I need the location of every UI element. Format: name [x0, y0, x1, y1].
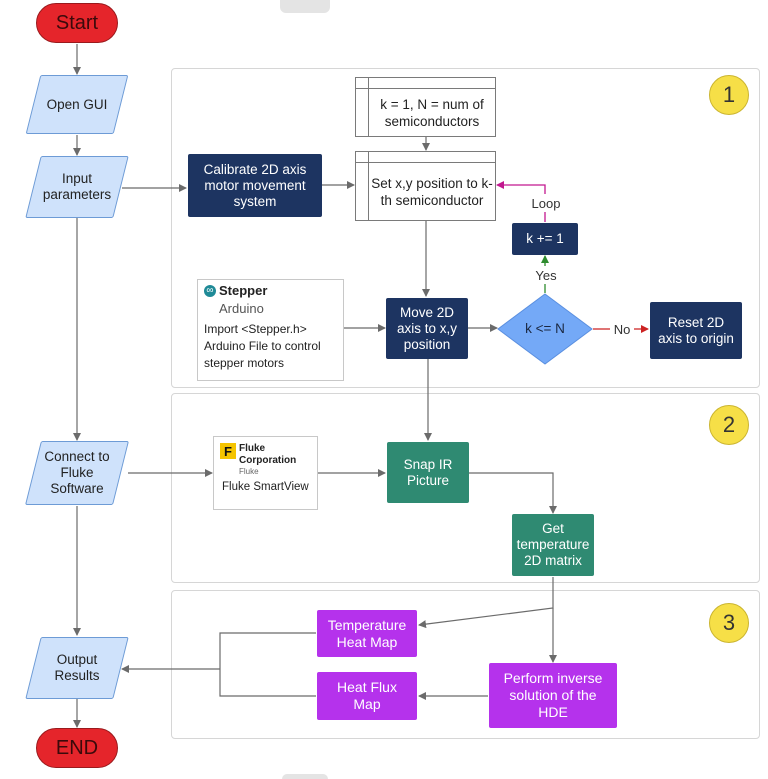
end-label: END	[55, 736, 99, 759]
connect-fluke-io: Connect to Fluke Software	[25, 441, 129, 505]
stepper-desc-1: Import <Stepper.h>	[204, 322, 307, 336]
edge-maps-output	[122, 632, 316, 697]
increment-step: k += 1	[512, 223, 578, 255]
yes-label: Yes	[530, 266, 562, 284]
open-gui-io: Open GUI	[25, 75, 129, 134]
heat-flux-map-label: Heat Flux Map	[337, 679, 397, 712]
start-label: Start	[55, 11, 99, 34]
get-matrix-step: Get temperature 2D matrix	[512, 514, 594, 576]
loop-label: Loop	[528, 194, 564, 212]
increment-label: k += 1	[526, 231, 564, 246]
open-gui-label: Open GUI	[46, 96, 108, 112]
section-3-badge: 3	[709, 603, 749, 643]
fluke-logo-icon: F	[220, 443, 236, 459]
section-2-badge: 2	[709, 405, 749, 445]
move-axis-step: Move 2D axis to x,y position	[386, 298, 468, 359]
input-parameters-label: Input parameters	[42, 171, 112, 202]
reset-step: Reset 2D axis to origin	[650, 302, 742, 359]
decision-label: k <= N	[525, 320, 565, 336]
init-step: k = 1, N = num of semiconductors	[355, 77, 496, 137]
section-3-number: 3	[722, 610, 736, 635]
edge-matrix-tempmap	[418, 577, 554, 629]
stepper-title: Stepper	[219, 283, 268, 298]
temperature-heat-map-step: Temperature Heat Map	[317, 610, 417, 657]
fluke-product: Fluke SmartView	[222, 481, 309, 493]
section-1-number: 1	[722, 82, 736, 107]
start-terminal: Start	[36, 3, 118, 43]
bottom-tab	[282, 774, 328, 779]
decision-diamond	[497, 293, 593, 365]
inverse-solution-label: Perform inverse solution of the HDE	[503, 670, 603, 720]
snap-picture-step: Snap IR Picture	[387, 442, 469, 503]
section-1-badge: 1	[709, 75, 749, 115]
set-position-label: Set x,y position to k-th semiconductor	[371, 175, 493, 208]
section-2-number: 2	[722, 412, 736, 437]
input-parameters-io: Input parameters	[25, 156, 129, 218]
temperature-heat-map-label: Temperature Heat Map	[327, 616, 407, 650]
top-tab	[280, 0, 330, 13]
inverse-solution-step: Perform inverse solution of the HDE	[489, 663, 617, 728]
calibrate-label: Calibrate 2D axis motor movement system	[203, 161, 307, 209]
output-results-label: Output Results	[54, 652, 100, 683]
no-label: No	[610, 321, 634, 337]
output-results-io: Output Results	[25, 637, 129, 699]
fluke-name-2: Corporation	[239, 455, 297, 466]
edge-snap-matrix	[469, 472, 557, 514]
connect-fluke-label: Connect to Fluke Software	[44, 449, 110, 496]
heat-flux-map-step: Heat Flux Map	[317, 672, 417, 720]
fluke-name-1: Fluke	[239, 443, 266, 454]
stepper-subtitle: Arduino	[219, 301, 264, 316]
reset-label: Reset 2D axis to origin	[658, 314, 734, 346]
arduino-logo-icon: ∞	[204, 285, 216, 297]
stepper-desc-2: Arduino File to control	[204, 339, 321, 353]
set-position-step: Set x,y position to k-th semiconductor	[355, 151, 496, 221]
init-label: k = 1, N = num of semiconductors	[380, 96, 484, 129]
end-terminal: END	[36, 728, 118, 768]
stepper-desc-3: stepper motors	[204, 356, 285, 370]
get-matrix-label: Get temperature 2D matrix	[516, 521, 590, 568]
section-3-region	[171, 590, 760, 739]
fluke-software-card: F Fluke Corporation Fluke Fluke SmartVie…	[213, 436, 318, 510]
move-axis-label: Move 2D axis to x,y position	[396, 304, 458, 352]
stepper-library-card: ∞ Stepper Arduino Import <Stepper.h> Ard…	[197, 279, 344, 381]
fluke-sub: Fluke	[239, 467, 259, 476]
snap-picture-label: Snap IR Picture	[403, 456, 453, 488]
calibrate-step: Calibrate 2D axis motor movement system	[188, 154, 322, 217]
